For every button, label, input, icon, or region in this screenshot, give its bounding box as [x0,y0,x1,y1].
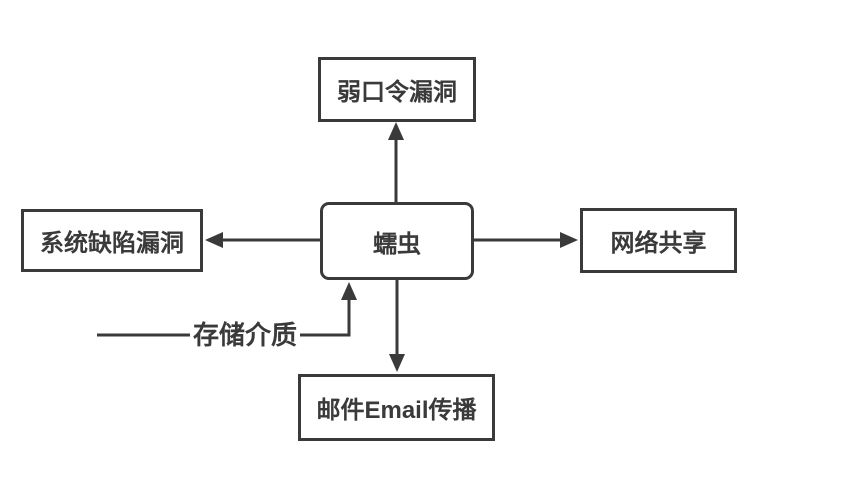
arrowhead-left-icon [205,232,223,248]
edge-worm-to-system-flaw [205,232,320,248]
edge-storage-to-worm [97,282,357,337]
arrowhead-up-icon [388,122,404,140]
node-label: 弱口令漏洞 [337,79,457,106]
node-label: 网络共享 [610,230,707,257]
edge-label-storage-media: 存储介质 [190,320,301,350]
arrowhead-right-icon [560,232,578,248]
edge-worm-to-email [389,280,405,372]
node-worm: 蠕虫 [320,202,474,280]
edge-worm-to-network-share [473,232,578,248]
arrowhead-up-icon [341,282,357,300]
node-email-propagation: 邮件Email传播 [298,374,495,441]
node-network-share: 网络共享 [580,208,737,273]
node-label: 蠕虫 [373,230,421,258]
node-label: 系统缺陷漏洞 [40,230,184,257]
edge-worm-to-weak-password [388,122,404,202]
node-weak-password-vulnerability: 弱口令漏洞 [318,57,476,122]
node-label: 邮件Email传播 [316,397,477,424]
node-system-flaw-vulnerability: 系统缺陷漏洞 [21,209,203,272]
arrowhead-down-icon [389,354,405,372]
